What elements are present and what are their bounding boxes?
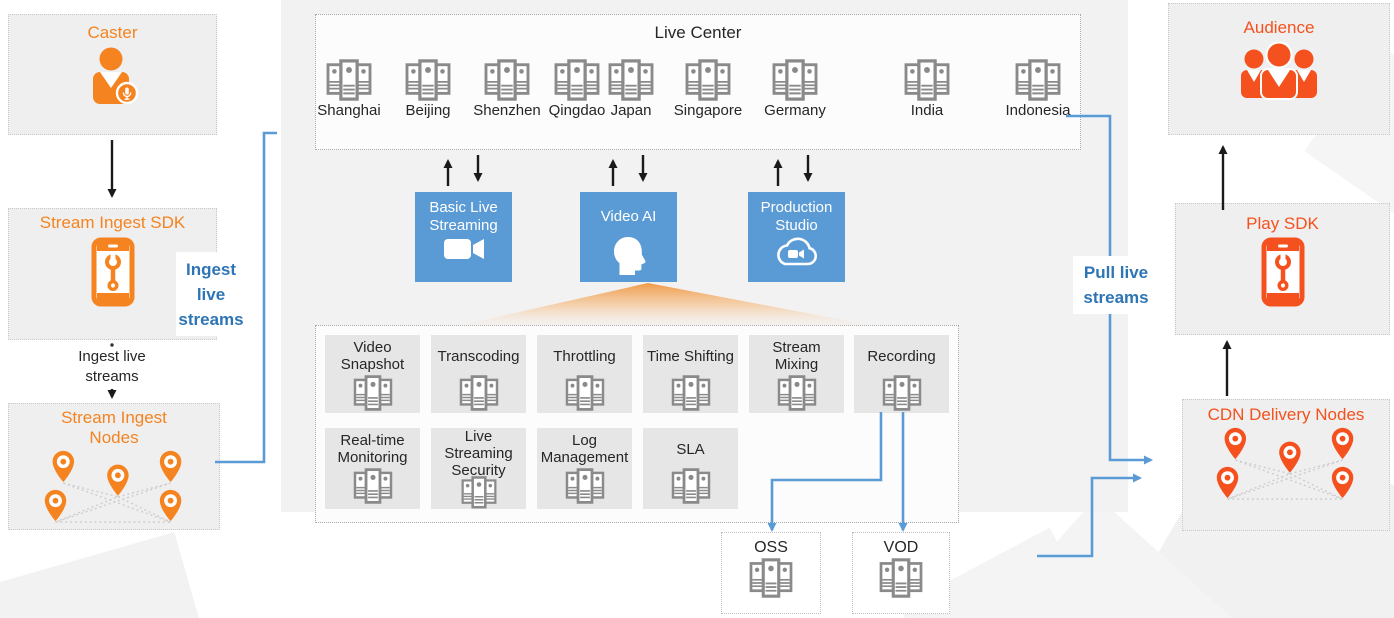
background-pattern: [0, 532, 216, 618]
stream-ingest-nodes-box: Stream Ingest Nodes: [8, 403, 220, 530]
feature-tile: Log Management: [537, 428, 632, 509]
feature-tile: SLA: [643, 428, 738, 509]
feature-label: Transcoding: [437, 347, 520, 365]
region-label: Shanghai: [317, 102, 381, 119]
cdn-delivery-nodes-box: CDN Delivery Nodes: [1182, 399, 1390, 531]
feature-label: Stream Mixing: [772, 339, 821, 373]
feature-label: Time Shifting: [647, 347, 734, 365]
audience-box: Audience: [1168, 3, 1390, 135]
play-sdk-title: Play SDK: [1246, 214, 1319, 233]
caster-person-icon: [92, 47, 138, 105]
ingest-nodes-map-pins-icon: [44, 450, 182, 523]
stream-ingest-sdk-title: Stream Ingest SDK: [39, 213, 186, 232]
feature-tile: Real-time Monitoring: [325, 428, 420, 509]
feature-tile: Live Streaming Security: [431, 428, 526, 509]
vod-label: VOD: [883, 539, 919, 556]
play-sdk-phone-wrench-icon: [1261, 237, 1305, 307]
server-cluster-icon: [684, 59, 732, 101]
server-cluster-icon: [607, 59, 655, 101]
region-label: Japan: [610, 102, 652, 119]
live-center-regions: Shanghai Beijing Shenzhen Qingdao: [316, 15, 1080, 149]
feature-tile: Video Snapshot: [325, 335, 420, 413]
features-row-1: Video Snapshot Transcoding Throttling Ti…: [316, 326, 958, 522]
ingest-live-streams-label: Ingest live streams: [176, 252, 246, 336]
basic-live-streaming-label: Basic Live Streaming: [429, 199, 498, 234]
caster-title: Caster: [87, 23, 138, 42]
region-label: Indonesia: [1005, 102, 1071, 119]
feature-tile: Recording: [854, 335, 949, 413]
server-cluster-icon: [458, 476, 500, 509]
server-cluster-icon: [404, 59, 452, 101]
server-cluster-icon: [352, 468, 394, 504]
feature-label: Video Snapshot: [340, 339, 405, 373]
region-label: India: [910, 102, 944, 119]
server-cluster-icon: [771, 59, 819, 101]
region-node: Shanghai: [294, 59, 404, 119]
server-cluster-icon: [670, 468, 712, 504]
feature-label: Live Streaming Security: [444, 427, 513, 479]
region-node: Indonesia: [983, 59, 1093, 119]
feature-tile: Stream Mixing: [749, 335, 844, 413]
server-cluster-icon: [878, 558, 924, 598]
production-studio-label: Production Studio: [760, 199, 833, 234]
cdn-nodes-map-pins-icon: [1216, 427, 1354, 500]
live-center-title: Live Center: [654, 23, 742, 42]
region-node: Qingdao: [522, 59, 632, 119]
region-node: Japan: [576, 59, 686, 119]
caster-box: Caster: [8, 14, 217, 135]
vod-box: VOD: [852, 532, 950, 614]
region-node: Singapore: [653, 59, 763, 119]
region-node: India: [872, 59, 982, 119]
server-cluster-icon: [325, 59, 373, 101]
server-cluster-icon: [564, 468, 606, 504]
feature-tile: Transcoding: [431, 335, 526, 413]
region-label: Singapore: [673, 102, 743, 119]
oss-label: OSS: [754, 539, 788, 556]
feature-label: SLA: [676, 440, 705, 458]
sdk-phone-wrench-icon: [91, 235, 135, 309]
region-node: Germany: [740, 59, 850, 119]
feature-label: Log Management: [540, 432, 629, 466]
head-profile-icon: [613, 237, 645, 275]
audience-title: Audience: [1243, 18, 1315, 37]
video-camera-icon: [443, 239, 484, 259]
video-ai-box: Video AI: [580, 192, 677, 282]
feature-label: Real-time Monitoring: [337, 432, 408, 466]
region-label: Beijing: [405, 102, 451, 119]
region-node: Beijing: [373, 59, 483, 119]
server-cluster-icon: [748, 558, 794, 598]
production-studio-box: Production Studio: [748, 192, 845, 282]
feature-label: Recording: [867, 347, 936, 365]
stream-ingest-nodes-title: Stream Ingest Nodes: [61, 408, 167, 447]
cloud-camera-icon: [776, 237, 817, 266]
region-label: Shenzhen: [473, 102, 541, 119]
basic-live-streaming-box: Basic Live Streaming: [415, 192, 512, 282]
pull-live-streams-label: Pull live streams: [1073, 256, 1159, 314]
ingest-live-streams-caption: Ingest live streams: [78, 348, 146, 385]
cdn-delivery-nodes-title: CDN Delivery Nodes: [1207, 405, 1365, 424]
features-row-2: Real-time Monitoring Live Streaming Secu…: [316, 326, 958, 522]
feature-label: Throttling: [553, 347, 616, 365]
region-node: Shenzhen: [452, 59, 562, 119]
features-box: Video Snapshot Transcoding Throttling Ti…: [315, 325, 959, 523]
region-label: Qingdao: [548, 102, 606, 119]
oss-box: OSS: [721, 532, 821, 614]
feature-tile: Time Shifting: [643, 335, 738, 413]
server-cluster-icon: [903, 59, 951, 101]
region-label: Germany: [764, 102, 826, 119]
video-ai-label: Video AI: [600, 208, 657, 225]
feature-tile: Throttling: [537, 335, 632, 413]
live-center-box: Live Center Shanghai Beijing Shenzhen: [315, 14, 1081, 150]
play-sdk-box: Play SDK: [1175, 203, 1390, 335]
server-cluster-icon: [1014, 59, 1062, 101]
audience-people-icon: [1241, 42, 1317, 100]
